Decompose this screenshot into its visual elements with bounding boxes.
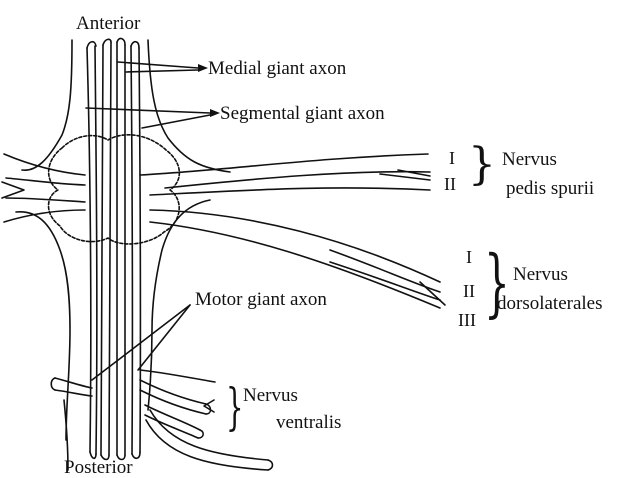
- segmental-axon-callout-1: [86, 108, 210, 113]
- medial-axon-callout-2: [126, 70, 198, 72]
- lower-right-curved-tip: [268, 460, 273, 470]
- lower-left-nerve-cap: [51, 378, 55, 390]
- dorsolaterales-root-3: III: [458, 311, 476, 329]
- left-nerve-lower: [6, 198, 85, 202]
- medial-giant-axon-left-edge: [109, 42, 111, 455]
- segmental-giant-axon-left-edge: [95, 46, 97, 454]
- nervus-ventralis-line2: ventralis: [276, 413, 341, 432]
- left-nerve-upper: [4, 154, 85, 175]
- segmental-axon-arrowhead-1: [210, 109, 220, 117]
- nervus-ventralis-line1: Nervus: [243, 386, 298, 405]
- connective-outline-right: [148, 40, 230, 410]
- medial-giant-axon-left: [101, 45, 103, 455]
- segmental-giant-axon-right-edge: [139, 48, 140, 452]
- nervus-dorsolaterales-line2: dorsolaterales: [497, 294, 603, 313]
- dorsolaterales-root-1: I: [466, 248, 472, 266]
- lower-right-curved-nerve: [146, 410, 268, 470]
- anterior-label: Anterior: [76, 14, 140, 33]
- pedis-spurii-brace: }: [468, 143, 496, 187]
- segmental-axon-callout-2: [142, 115, 210, 128]
- ganglion-outline: [49, 135, 180, 244]
- medial-axon-callout-1: [118, 62, 198, 68]
- nervus-pedis-spurii-mid: [165, 172, 430, 188]
- dorsolaterales-root-2: II: [463, 282, 475, 300]
- nervus-pedis-spurii-line2: pedis spurii: [506, 179, 594, 198]
- left-nerve-upper-lower-edge: [6, 178, 85, 185]
- pedis-spurii-root-2: II: [444, 175, 456, 193]
- segmental-giant-axon-label: Segmental giant axon: [220, 104, 385, 123]
- segmental-giant-axon-right: [131, 46, 132, 454]
- nervus-dorsolaterales-upper: [150, 210, 440, 282]
- motor-giant-axon-callout-2: [138, 305, 190, 370]
- nervus-dorsolaterales-inner-2: [330, 262, 440, 300]
- motor-giant-axon-label: Motor giant axon: [195, 290, 327, 309]
- nervus-pedis-spurii-line1: Nervus: [502, 150, 557, 169]
- medial-axon-arrowhead-1: [198, 64, 208, 72]
- nervus-pedis-spurii-lower: [150, 188, 430, 195]
- left-nerve-arrowhead: [2, 182, 24, 198]
- pedis-spurii-root-1: I: [449, 149, 455, 167]
- medial-giant-axon-label: Medial giant axon: [208, 59, 346, 78]
- ventralis-brace: }: [226, 382, 243, 432]
- lower-left-nerve: [55, 378, 92, 396]
- nervus-dorsolaterales-line1: Nervus: [513, 265, 568, 284]
- posterior-label: Posterior: [64, 458, 133, 477]
